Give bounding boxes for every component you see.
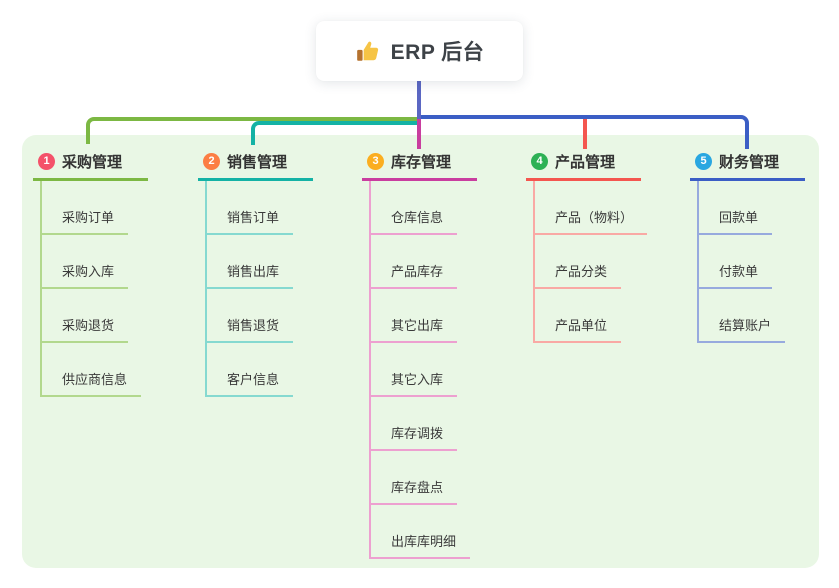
branch-label: 财务管理 [719, 153, 780, 171]
child-node[interactable]: 库存盘点 [371, 451, 458, 505]
child-node-label: 产品（物料） [555, 210, 634, 225]
branch-node-2[interactable]: 2 销售管理 [198, 148, 314, 181]
child-node-label: 库存调拨 [391, 426, 444, 441]
child-node-label: 仓库信息 [391, 210, 444, 225]
child-node[interactable]: 产品库存 [371, 235, 458, 289]
child-node[interactable]: 产品单位 [535, 289, 622, 343]
branches-panel [22, 135, 819, 568]
child-node-label: 结算账户 [719, 318, 772, 333]
branch-number-badge: 4 [531, 152, 548, 170]
child-node[interactable]: 销售退货 [207, 289, 294, 343]
branch-node-3[interactable]: 3 库存管理 [362, 148, 478, 181]
branch-connector-4 [583, 118, 587, 149]
child-node[interactable]: 采购订单 [42, 181, 129, 235]
branch-children: 仓库信息产品库存其它出库其它入库库存调拨库存盘点出库库明细 [369, 181, 471, 559]
branch-children: 产品（物料） 产品分类产品单位 [533, 181, 648, 343]
child-node-label: 销售出库 [227, 264, 280, 279]
child-node[interactable]: 其它入库 [371, 343, 458, 397]
branch-number-badge: 1 [38, 152, 55, 170]
child-node-label: 产品分类 [555, 264, 608, 279]
branch-node-1[interactable]: 1 采购管理 [33, 148, 149, 181]
thumbs-up-icon [355, 38, 381, 64]
child-node[interactable]: 结算账户 [699, 289, 786, 343]
branch-label: 库存管理 [391, 153, 452, 171]
child-node[interactable]: 销售订单 [207, 181, 294, 235]
root-node-label: ERP 后台 [390, 41, 485, 64]
branch-3: 3 库存管理仓库信息产品库存其它出库其它入库库存调拨库存盘点出库库明细 [362, 148, 478, 559]
branch-5: 5 财务管理回款单付款单结算账户 [690, 148, 806, 343]
child-node[interactable]: 回款单 [699, 181, 773, 235]
child-node-label: 供应商信息 [62, 372, 128, 387]
child-node[interactable]: 出库库明细 [371, 505, 471, 559]
branch-label: 销售管理 [227, 153, 288, 171]
branch-4: 4 产品管理产品（物料） 产品分类产品单位 [526, 148, 648, 343]
child-node[interactable]: 销售出库 [207, 235, 294, 289]
child-node-label: 产品单位 [555, 318, 608, 333]
child-node-label: 其它入库 [391, 372, 444, 387]
child-node[interactable]: 仓库信息 [371, 181, 458, 235]
branch-connector-3 [417, 119, 421, 149]
child-node[interactable]: 客户信息 [207, 343, 294, 397]
branch-children: 采购订单采购入库采购退货供应商信息 [40, 181, 142, 397]
child-node-label: 其它出库 [391, 318, 444, 333]
branch-children: 销售订单销售出库销售退货客户信息 [205, 181, 294, 397]
branch-label: 采购管理 [62, 153, 123, 171]
child-node[interactable]: 产品分类 [535, 235, 622, 289]
child-node-label: 回款单 [719, 210, 759, 225]
child-node-label: 客户信息 [227, 372, 280, 387]
child-node-label: 采购入库 [62, 264, 115, 279]
child-node-label: 采购订单 [62, 210, 115, 225]
branch-connector-5 [419, 115, 749, 149]
child-node-label: 出库库明细 [391, 534, 457, 549]
child-node-label: 付款单 [719, 264, 759, 279]
branch-number-badge: 3 [367, 152, 384, 170]
child-node[interactable]: 库存调拨 [371, 397, 458, 451]
child-node[interactable]: 采购入库 [42, 235, 129, 289]
branch-connector-2 [251, 121, 419, 145]
branch-connector-1 [86, 117, 419, 144]
branch-node-4[interactable]: 4 产品管理 [526, 148, 642, 181]
branch-node-5[interactable]: 5 财务管理 [690, 148, 806, 181]
branch-children: 回款单付款单结算账户 [697, 181, 786, 343]
child-node-label: 销售退货 [227, 318, 280, 333]
child-node[interactable]: 其它出库 [371, 289, 458, 343]
child-node-label: 采购退货 [62, 318, 115, 333]
child-node-label: 库存盘点 [391, 480, 444, 495]
branch-number-badge: 2 [203, 152, 220, 170]
root-node[interactable]: ERP 后台 [316, 21, 523, 81]
branch-2: 2 销售管理销售订单销售出库销售退货客户信息 [198, 148, 314, 397]
child-node[interactable]: 采购退货 [42, 289, 129, 343]
branch-1: 1 采购管理采购订单采购入库采购退货供应商信息 [33, 148, 149, 397]
branch-label: 产品管理 [555, 153, 616, 171]
root-stem-line [417, 81, 421, 119]
child-node-label: 产品库存 [391, 264, 444, 279]
branch-number-badge: 5 [695, 152, 712, 170]
child-node-label: 销售订单 [227, 210, 280, 225]
child-node[interactable]: 付款单 [699, 235, 773, 289]
child-node[interactable]: 供应商信息 [42, 343, 142, 397]
child-node[interactable]: 产品（物料） [535, 181, 648, 235]
